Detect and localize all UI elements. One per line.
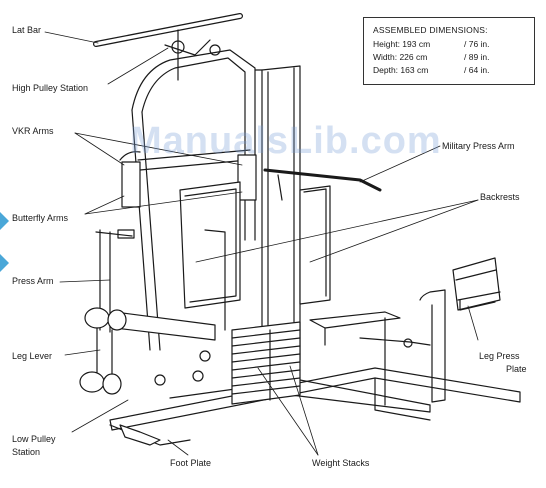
foot-plate-shape (119, 424, 161, 446)
label-leg-press-plate-line1: Leg Press (479, 351, 520, 361)
label-low-pulley-station-line2: Station (12, 447, 41, 457)
label-low-pulley-station-line1: Low Pulley (12, 434, 56, 444)
dimensions-title: ASSEMBLED DIMENSIONS: (373, 25, 488, 35)
label-backrests: Backrests (480, 192, 520, 202)
vkr-arms-shape (119, 149, 257, 208)
low-pulley-shape (154, 350, 211, 386)
label-press-arm: Press Arm (12, 276, 54, 286)
label-military-press-arm: Military Press Arm (442, 141, 515, 151)
label-lat-bar: Lat Bar (12, 25, 42, 35)
label-leg-lever: Leg Lever (12, 351, 53, 361)
label-butterfly-arms: Butterfly Arms (12, 213, 69, 223)
side-marker-icon (0, 212, 9, 230)
leg-press-shape (309, 289, 446, 406)
dimension-depth: Depth: 163 cm (373, 65, 429, 75)
seat-shape (79, 307, 216, 395)
watermark-text: ManualsLib.com (130, 120, 442, 162)
label-leg-press-plate-line2: Plate (506, 364, 527, 374)
weight-stack-shape (231, 321, 301, 405)
dimension-height-imperial: / 76 in. (464, 39, 490, 49)
label-foot-plate: Foot Plate (170, 458, 212, 468)
dimension-width-imperial: / 89 in. (464, 52, 490, 62)
label-weight-stacks: Weight Stacks (312, 458, 370, 468)
military-press-arm-shape (263, 168, 382, 201)
right-backrest-shape (299, 185, 331, 305)
dimension-height: Height: 193 cm (373, 39, 431, 49)
back-pad-shape (179, 181, 241, 309)
leg-press-plate-shape (452, 257, 501, 311)
assembled-dimensions-box: ASSEMBLED DIMENSIONS: Height: 193 cm / 7… (363, 17, 535, 85)
lat-bar-shape (93, 13, 243, 81)
side-marker-icon (0, 254, 9, 272)
dimension-width: Width: 226 cm (373, 52, 428, 62)
label-vkr-arms: VKR Arms (12, 126, 54, 136)
leader-lines (44, 31, 479, 456)
label-high-pulley-station: High Pulley Station (12, 83, 89, 93)
base-frame (109, 367, 521, 446)
dimension-depth-imperial: / 64 in. (464, 65, 490, 75)
